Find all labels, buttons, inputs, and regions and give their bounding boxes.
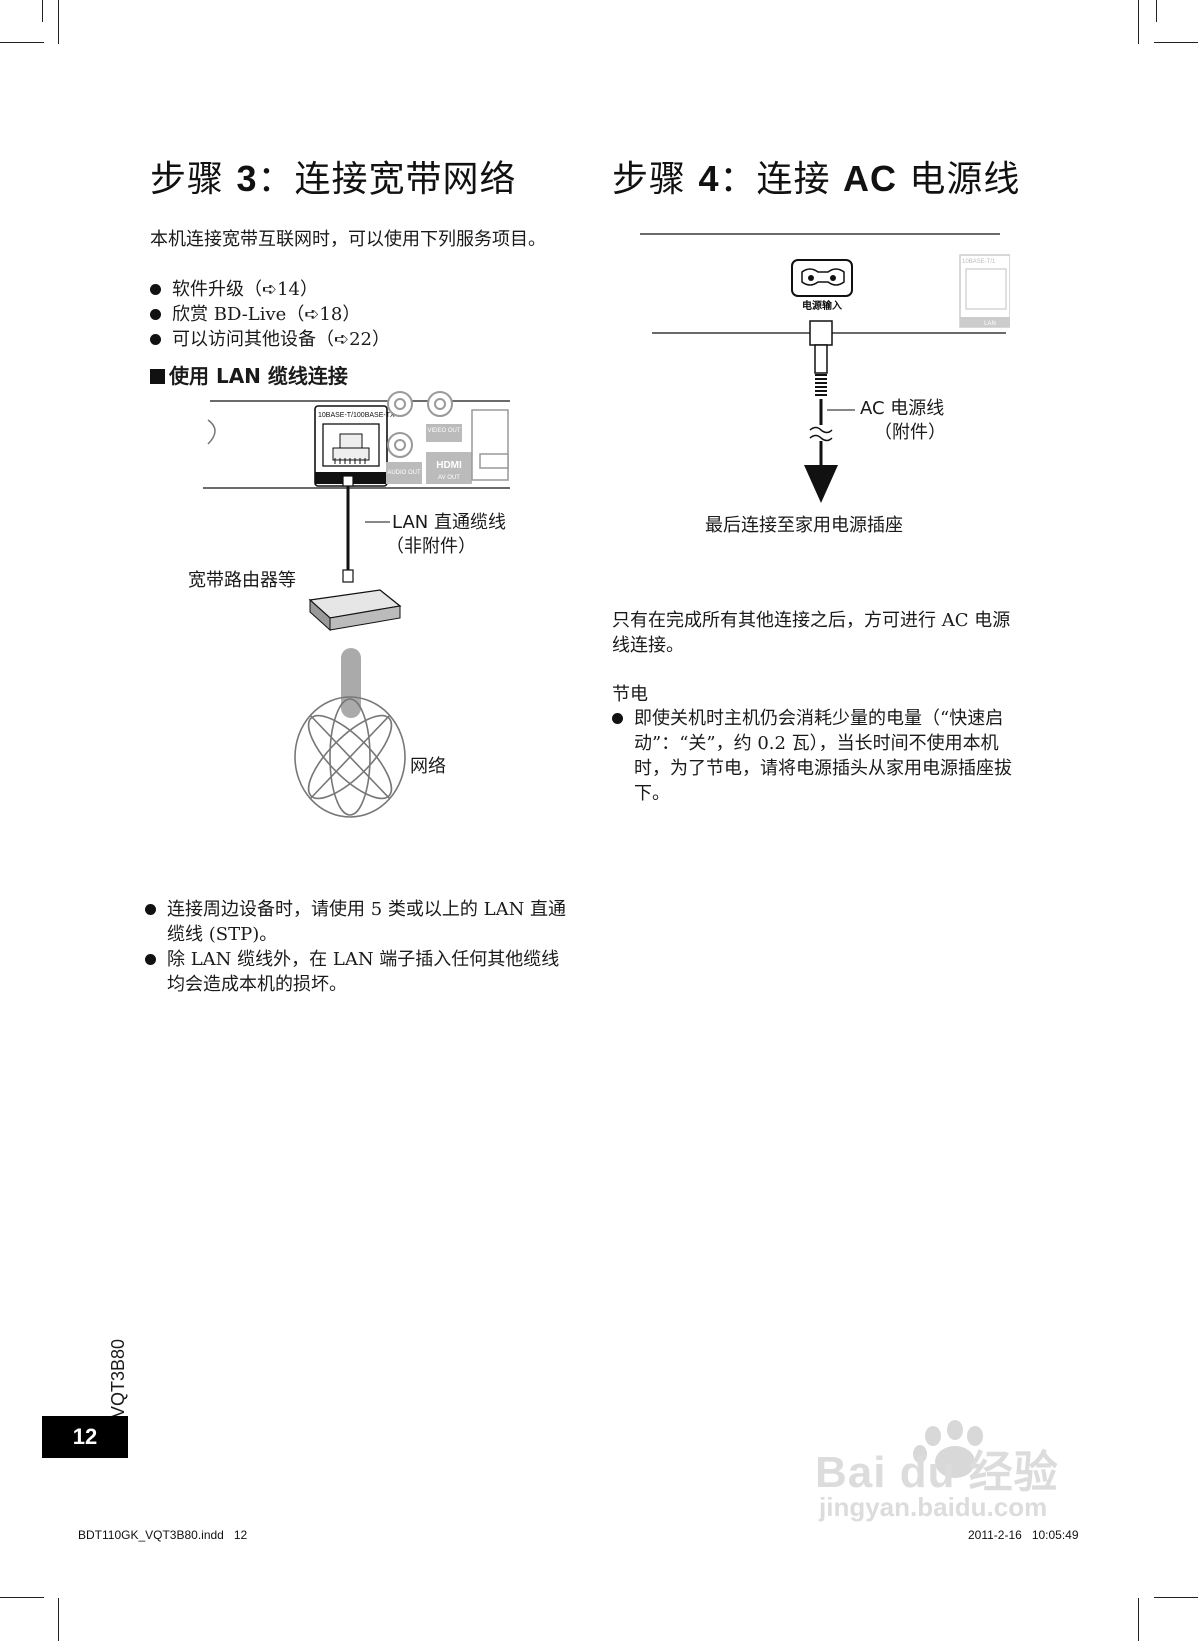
ac-diagram: 电源输入 10BASE-T/1 LAN <box>640 233 1010 503</box>
audio-out-label: AUDIO OUT <box>387 470 421 476</box>
lan-notes: 连接周边设备时，请使用 5 类或以上的 LAN 直通缆线 (STP)。 除 LA… <box>145 897 570 997</box>
crop-mark <box>1138 0 1139 44</box>
lan-small: LAN <box>984 321 996 327</box>
step4-title: 步骤 4：连接 AC 电源线 <box>612 158 1021 200</box>
watermark-url: jingyan.baidu.com <box>819 1492 1048 1522</box>
router-label: 宽带路由器等 <box>188 570 296 591</box>
step3-intro: 本机连接宽带互联网时，可以使用下列服务项目。 <box>150 229 546 250</box>
crop-mark <box>0 42 44 43</box>
ac-cord-note: （附件） <box>874 422 946 443</box>
crop-mark <box>0 1597 44 1598</box>
video-out-label: VIDEO OUT <box>427 428 460 434</box>
list-item: 欣赏 BD-Live（➪18） <box>150 302 550 327</box>
network-label: 网络 <box>410 756 446 777</box>
footer-timestamp: 2011-2-16 10:05:49 <box>968 1528 1079 1542</box>
service-list: 软件升级（➪14） 欣赏 BD-Live（➪18） 可以访问其他设备（➪22） <box>150 277 550 352</box>
port-label: 10BASE-T/100BASE-TX <box>318 412 395 419</box>
crop-mark <box>42 0 43 22</box>
av-out-label: AV OUT <box>438 475 460 481</box>
list-item: 即使关机时主机仍会消耗少量的电量（“快速启动”：“关”，约 0.2 瓦），当长时… <box>612 706 1032 806</box>
crop-mark <box>1154 1597 1198 1598</box>
list-item: 除 LAN 缆线外，在 LAN 端子插入任何其他缆线均会造成本机的损坏。 <box>145 947 570 997</box>
power-saving-head: 节电 <box>612 684 648 705</box>
step3-title: 步骤 3：连接宽带网络 <box>150 158 517 200</box>
lan-subhead: 使用 LAN 缆线连接 <box>150 360 348 389</box>
power-saving-notes: 即使关机时主机仍会消耗少量的电量（“快速启动”：“关”，约 0.2 瓦），当长时… <box>612 706 1032 806</box>
ac-paragraph: 只有在完成所有其他连接之后，方可进行 AC 电源线连接。 <box>612 610 1011 656</box>
hdmi-logo: HDMI <box>436 460 462 471</box>
crop-mark <box>58 0 59 44</box>
list-item: 可以访问其他设备（➪22） <box>150 327 550 352</box>
footer-filename: BDT110GK_VQT3B80.indd 12 <box>78 1528 248 1542</box>
watermark-text: Bai du 经验 <box>815 1448 1059 1497</box>
baidu-paw-icon <box>913 1420 983 1478</box>
lan-cable-note: （非附件） <box>386 536 476 557</box>
lan-cable-label: LAN 直通缆线 <box>392 512 506 533</box>
inlet-label: 电源输入 <box>802 299 842 312</box>
crop-mark <box>58 1598 59 1641</box>
crop-mark <box>1156 0 1157 22</box>
list-item: 软件升级（➪14） <box>150 277 550 302</box>
crop-mark <box>1154 42 1198 43</box>
list-item: 连接周边设备时，请使用 5 类或以上的 LAN 直通缆线 (STP)。 <box>145 897 570 947</box>
crop-mark <box>1138 1598 1139 1641</box>
ac-cord-label: AC 电源线 <box>860 398 945 419</box>
square-bullet-icon <box>150 369 165 384</box>
lan-diagram: 10BASE-T/100BASE-TX VIDEO OUT AUDIO OUT … <box>203 391 510 818</box>
baidu-watermark: Bai du 经验 jingyan.baidu.com <box>815 1418 1085 1528</box>
page-number: 12 <box>42 1416 128 1458</box>
outlet-label: 最后连接至家用电源插座 <box>705 515 903 536</box>
lan-small-label: 10BASE-T/1 <box>962 259 996 265</box>
